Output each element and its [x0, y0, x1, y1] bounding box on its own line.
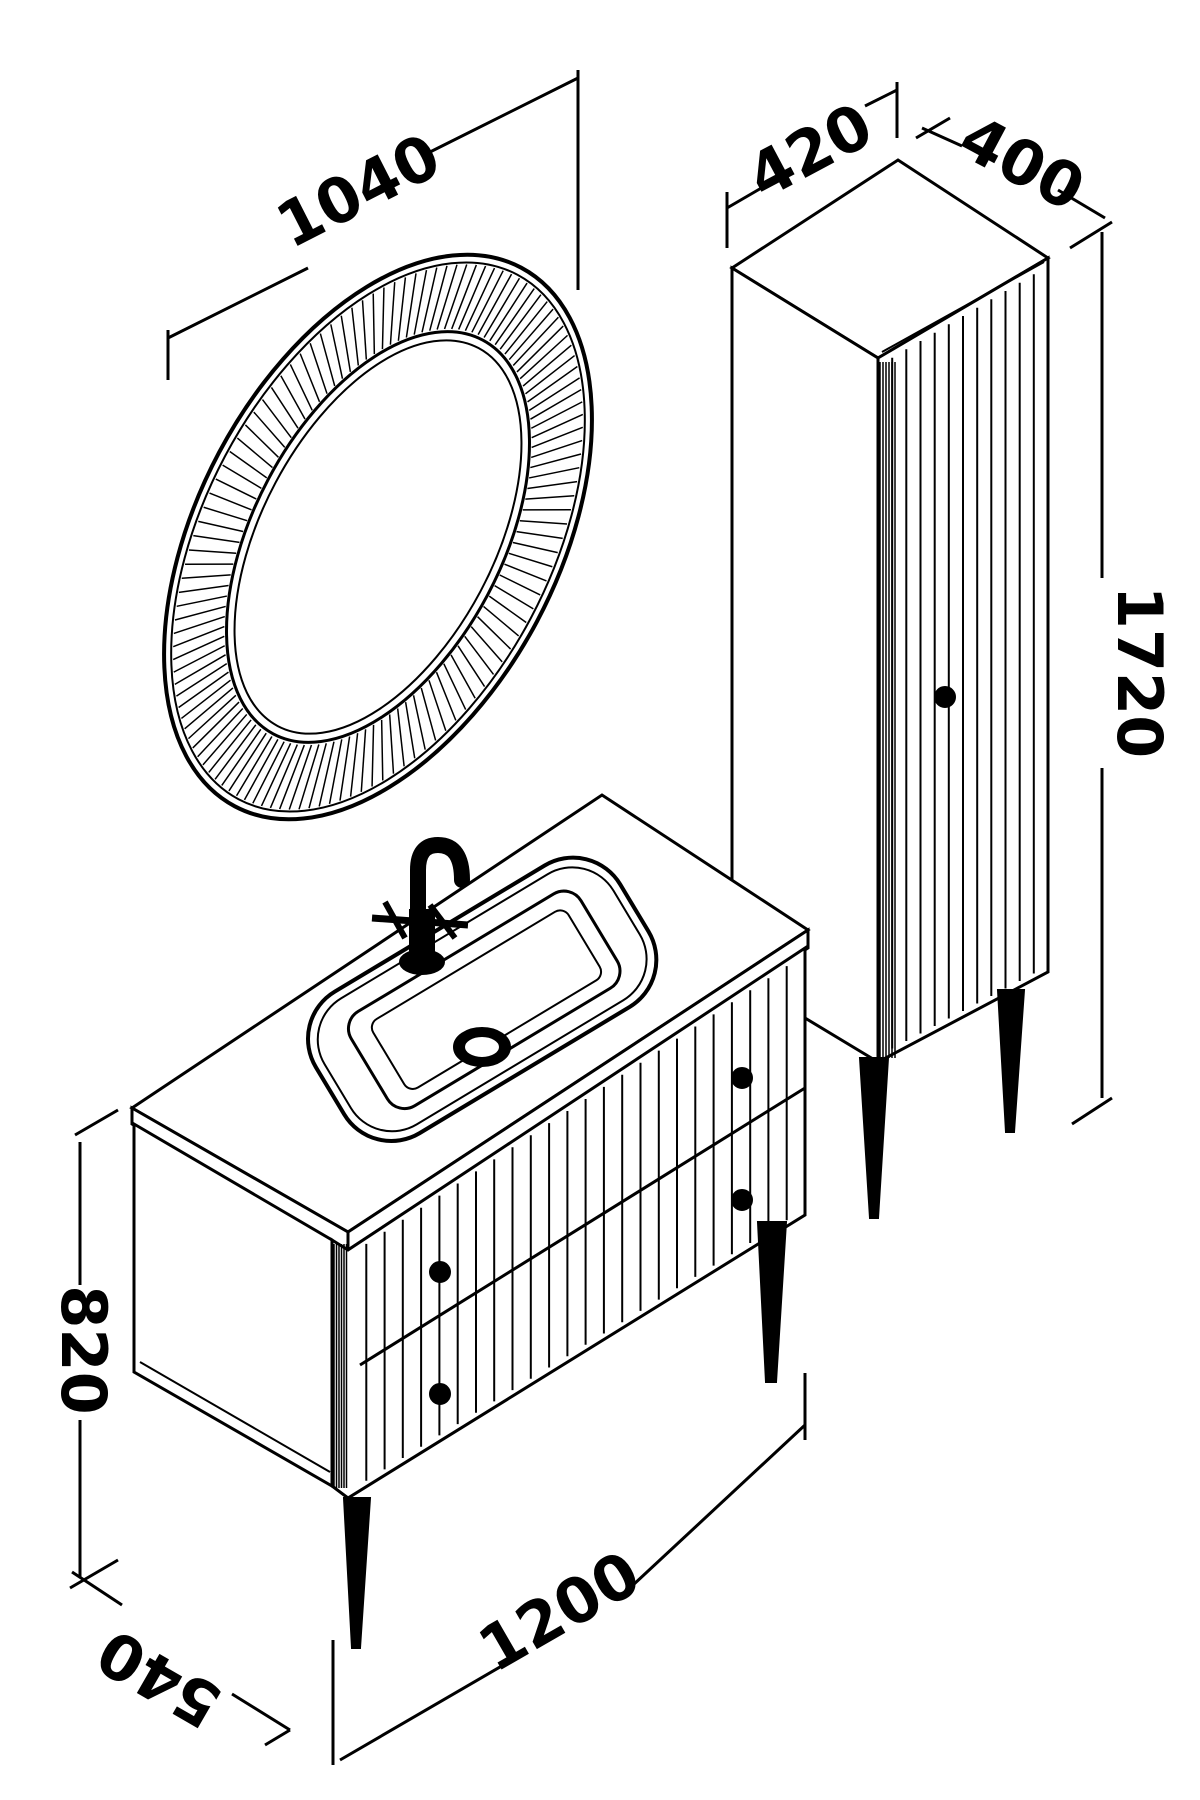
basin-outer-rim — [306, 855, 659, 1143]
round-mirror — [162, 252, 594, 822]
mirror-frame-ribs — [172, 264, 584, 810]
mirror-glass — [233, 339, 523, 735]
vanity-leg-right — [756, 1221, 788, 1383]
basin — [306, 855, 659, 1143]
lower-drawer-knob-right — [731, 1189, 753, 1211]
basin-bowl — [346, 889, 622, 1111]
vanity-leg-front — [342, 1497, 372, 1649]
faucet — [371, 836, 470, 975]
tall-cabinet-leg-front — [858, 1057, 890, 1219]
tall-cabinet-knob — [934, 686, 956, 708]
mirror-outer-rim — [162, 252, 594, 822]
mirror-inner-rim — [225, 330, 531, 744]
vanity-drawer-flutes — [365, 966, 788, 1481]
vanity-width-label: 1200 — [466, 1537, 652, 1687]
vanity-height-label: 820 — [47, 1285, 120, 1414]
lower-drawer-knob-left — [429, 1383, 451, 1405]
vanity-depth-label: 540 — [85, 1615, 234, 1743]
upper-drawer-knob-right — [731, 1067, 753, 1089]
vanity-front — [330, 945, 807, 1500]
mirror-dimension: 1040 — [166, 70, 580, 380]
tall-cabinet-leg-right — [996, 989, 1026, 1133]
tall-cabinet-height-label: 1720 — [1103, 586, 1176, 759]
drawer-divider — [359, 1086, 806, 1367]
upper-drawer-knob-left — [429, 1261, 451, 1283]
tall-cabinet — [729, 158, 1051, 1219]
vanity-unit — [129, 793, 811, 1649]
mirror-diameter-label: 1040 — [265, 119, 452, 262]
tall-cabinet-door-flutes — [879, 274, 1035, 1058]
